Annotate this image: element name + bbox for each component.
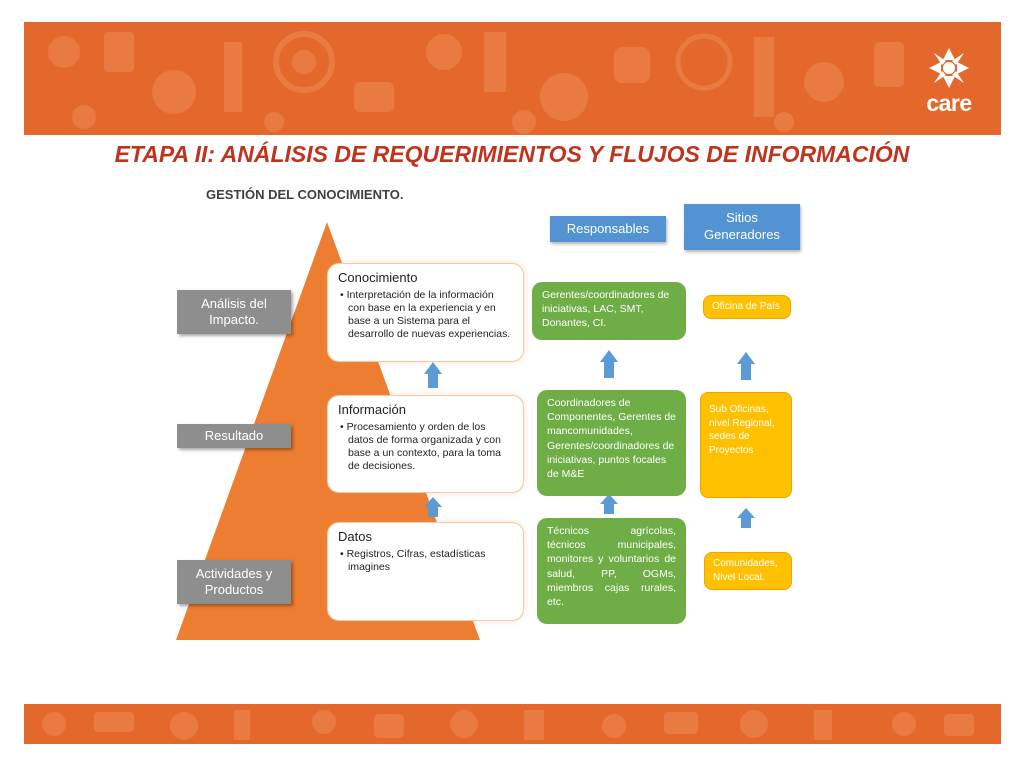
- card-heading: Conocimiento: [338, 270, 418, 285]
- care-logo: care: [919, 44, 979, 118]
- care-logo-icon: [929, 48, 969, 88]
- care-logo-text: care: [926, 90, 972, 116]
- top-banner: care: [24, 22, 1001, 135]
- card-informacion: Información • Procesamiento y orden de l…: [327, 395, 524, 493]
- arrow-up-icon: [424, 362, 442, 388]
- card-datos: Datos • Registros, Cifras, estadísticas …: [327, 522, 524, 621]
- card-heading: Datos: [338, 529, 372, 544]
- card-bullet: • Procesamiento y orden de los datos de …: [340, 421, 501, 473]
- header-responsables: Responsables: [550, 216, 666, 242]
- arrow-up-icon: [424, 497, 442, 517]
- arrow-up-icon: [737, 508, 755, 528]
- level-label: Impacto.: [209, 312, 259, 327]
- card-conocimiento: Conocimiento • Interpretación de la info…: [327, 263, 524, 362]
- page-title: ETAPA II: ANÁLISIS DE REQUERIMIENTOS Y F…: [114, 141, 910, 167]
- diagram-subtitle: GESTIÓN DEL CONOCIMIENTO.: [206, 187, 404, 202]
- responsables-box-1: Gerentes/coordinadores de iniciativas, L…: [532, 282, 686, 340]
- banner-pattern: [42, 710, 974, 740]
- level-box-resultado: Resultado: [177, 424, 291, 448]
- level-label: Productos: [204, 582, 264, 597]
- arrow-up-icon: [600, 494, 618, 514]
- arrow-up-icon: [600, 350, 618, 378]
- header-label: Responsables: [566, 220, 650, 236]
- banner-pattern: [48, 31, 904, 134]
- bottom-banner: [24, 704, 1001, 744]
- header-label: Sitios: [726, 210, 758, 226]
- card-bullet: • Interpretación de la información con b…: [340, 289, 511, 341]
- level-label: Actividades y: [195, 565, 273, 581]
- level-label: Resultado: [204, 427, 264, 443]
- card-heading: Información: [338, 402, 406, 417]
- sitios-box-3: Comunidades, Nivel Local.: [704, 552, 792, 590]
- sitios-box-2: Sub Oficinas, nivel Regional, sedes de P…: [700, 392, 792, 498]
- responsables-box-2: Coordinadores de Componentes, Gerentes d…: [537, 390, 686, 496]
- arrow-up-icon: [737, 352, 755, 380]
- arrows: [424, 350, 755, 528]
- level-label: Análisis del: [201, 295, 267, 311]
- responsables-box-3: Técnicos agrícolas, técnicos municipales…: [537, 518, 686, 624]
- header-label: Generadores: [704, 227, 780, 242]
- sitios-box-1: Oficina de País: [703, 295, 791, 319]
- card-bullet: • Registros, Cifras, estadísticas imagin…: [340, 548, 486, 574]
